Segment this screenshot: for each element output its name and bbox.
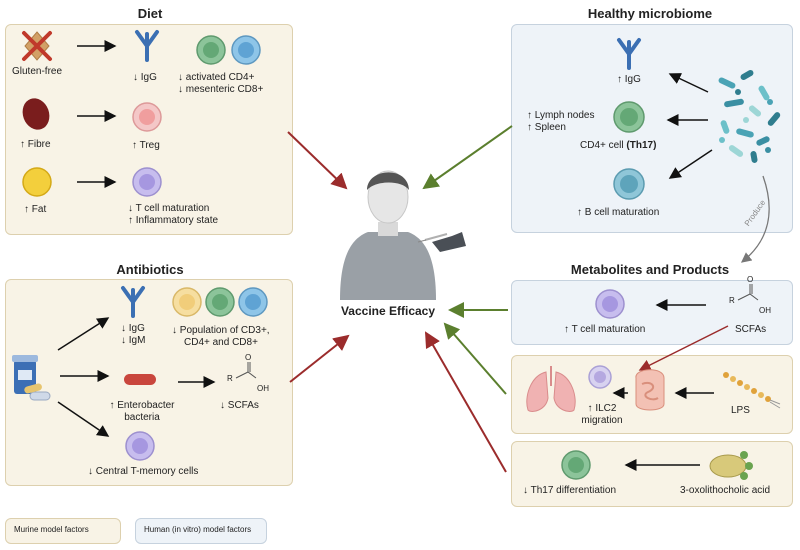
b-cell-label: ↑ B cell maturation <box>577 207 660 218</box>
metabolite-o-label: O <box>747 275 754 284</box>
antibiotics-pills-icon <box>12 355 51 401</box>
scfa-structure-icon <box>235 362 257 379</box>
fibre-label: ↑ Fibre <box>20 139 51 150</box>
antibiotics-title: Antibiotics <box>116 262 184 277</box>
legend-human-box <box>135 518 267 544</box>
cd4-th17-label: CD4+ cell (Th17) <box>580 140 656 152</box>
antibiotics-scfa-label: ↓ SCFAs <box>220 400 259 411</box>
lps-label: LPS <box>731 405 750 416</box>
metabolites-title: Metabolites and Products <box>570 262 730 277</box>
enterobacter-label-1: ↑ Enterobacter <box>109 400 175 411</box>
metabolites-tcell-label: ↑ T cell maturation <box>564 324 646 335</box>
intestine-icon <box>635 369 665 411</box>
bacteria-cluster-icon <box>718 70 781 163</box>
igg-antibody-icon <box>617 38 641 70</box>
legend-human-label: Human (in vitro) model factors <box>144 525 252 534</box>
fat-droplet-icon <box>22 167 52 197</box>
igg-antibody-icon <box>135 30 159 62</box>
th17-bold: (Th17) <box>626 140 657 151</box>
diet-tcell-label: ↓ T cell maturation <box>128 203 210 214</box>
diet-title: Diet <box>137 6 163 21</box>
scfa-oh-label: OH <box>257 384 269 393</box>
enterobacter-icon <box>124 374 156 385</box>
legend-murine-box <box>5 518 121 544</box>
gluten-free-icon <box>22 31 52 61</box>
legend-murine-label: Murine model factors <box>14 525 89 534</box>
gluten-free-label: Gluten-free <box>12 66 63 77</box>
fibre-bean-icon <box>22 98 50 130</box>
cd4-prefix: CD4+ cell <box>580 140 627 151</box>
population-label-1: ↓ Population of CD3+, <box>172 325 270 336</box>
diet-cd4-label: ↓ activated CD4+ <box>178 72 255 83</box>
ilc2-label: ↑ ILC2 <box>587 403 617 414</box>
central-memory-label: ↓ Central T-memory cells <box>88 466 199 477</box>
treg-label: ↑ Treg <box>132 140 160 151</box>
oxolithocholic-label: 3-oxolithocholic acid <box>680 485 771 496</box>
metabolite-oh-label: OH <box>759 306 771 315</box>
scfa-structure-icon <box>737 284 759 301</box>
diet-cd8-label: ↓ mesenteric CD8+ <box>178 84 264 95</box>
metabolites-tcell-panel <box>511 280 793 345</box>
antibiotics-igg-label: ↓ IgG <box>121 323 145 334</box>
metabolite-r-label: R <box>729 296 735 305</box>
vaccinated-person-icon <box>340 170 466 300</box>
healthy-microbiome-title: Healthy microbiome <box>587 6 713 21</box>
healthy-igg-label: ↑ IgG <box>617 74 641 85</box>
antibiotics-igm-label: ↓ IgM <box>121 335 146 346</box>
diet-inflammatory-label: ↑ Inflammatory state <box>128 215 219 226</box>
metabolites-scfa-label: SCFAs <box>735 324 767 335</box>
igg-igm-antibody-icon <box>121 286 145 318</box>
spleen-label: ↑ Spleen <box>527 122 566 133</box>
scfa-o-label: O <box>245 353 252 362</box>
lps-molecule-icon <box>723 372 781 409</box>
enterobacter-label-2: bacteria <box>124 412 160 423</box>
population-label-2: CD4+ and CD8+ <box>184 337 258 348</box>
ilc2-migration-label: migration <box>581 415 623 426</box>
healthy-microbiome-panel <box>511 24 793 233</box>
diet-igg-label: ↓ IgG <box>133 72 157 83</box>
scfa-r-label: R <box>227 374 233 383</box>
fat-label: ↑ Fat <box>24 204 47 215</box>
th17-differentiation-label: ↓ Th17 differentiation <box>523 485 617 496</box>
oxolithocholic-acid-icon <box>709 451 753 480</box>
lungs-icon <box>526 366 576 412</box>
lymph-nodes-label: ↑ Lymph nodes <box>527 110 595 121</box>
vaccine-efficacy-title: Vaccine Efficacy <box>340 304 436 318</box>
